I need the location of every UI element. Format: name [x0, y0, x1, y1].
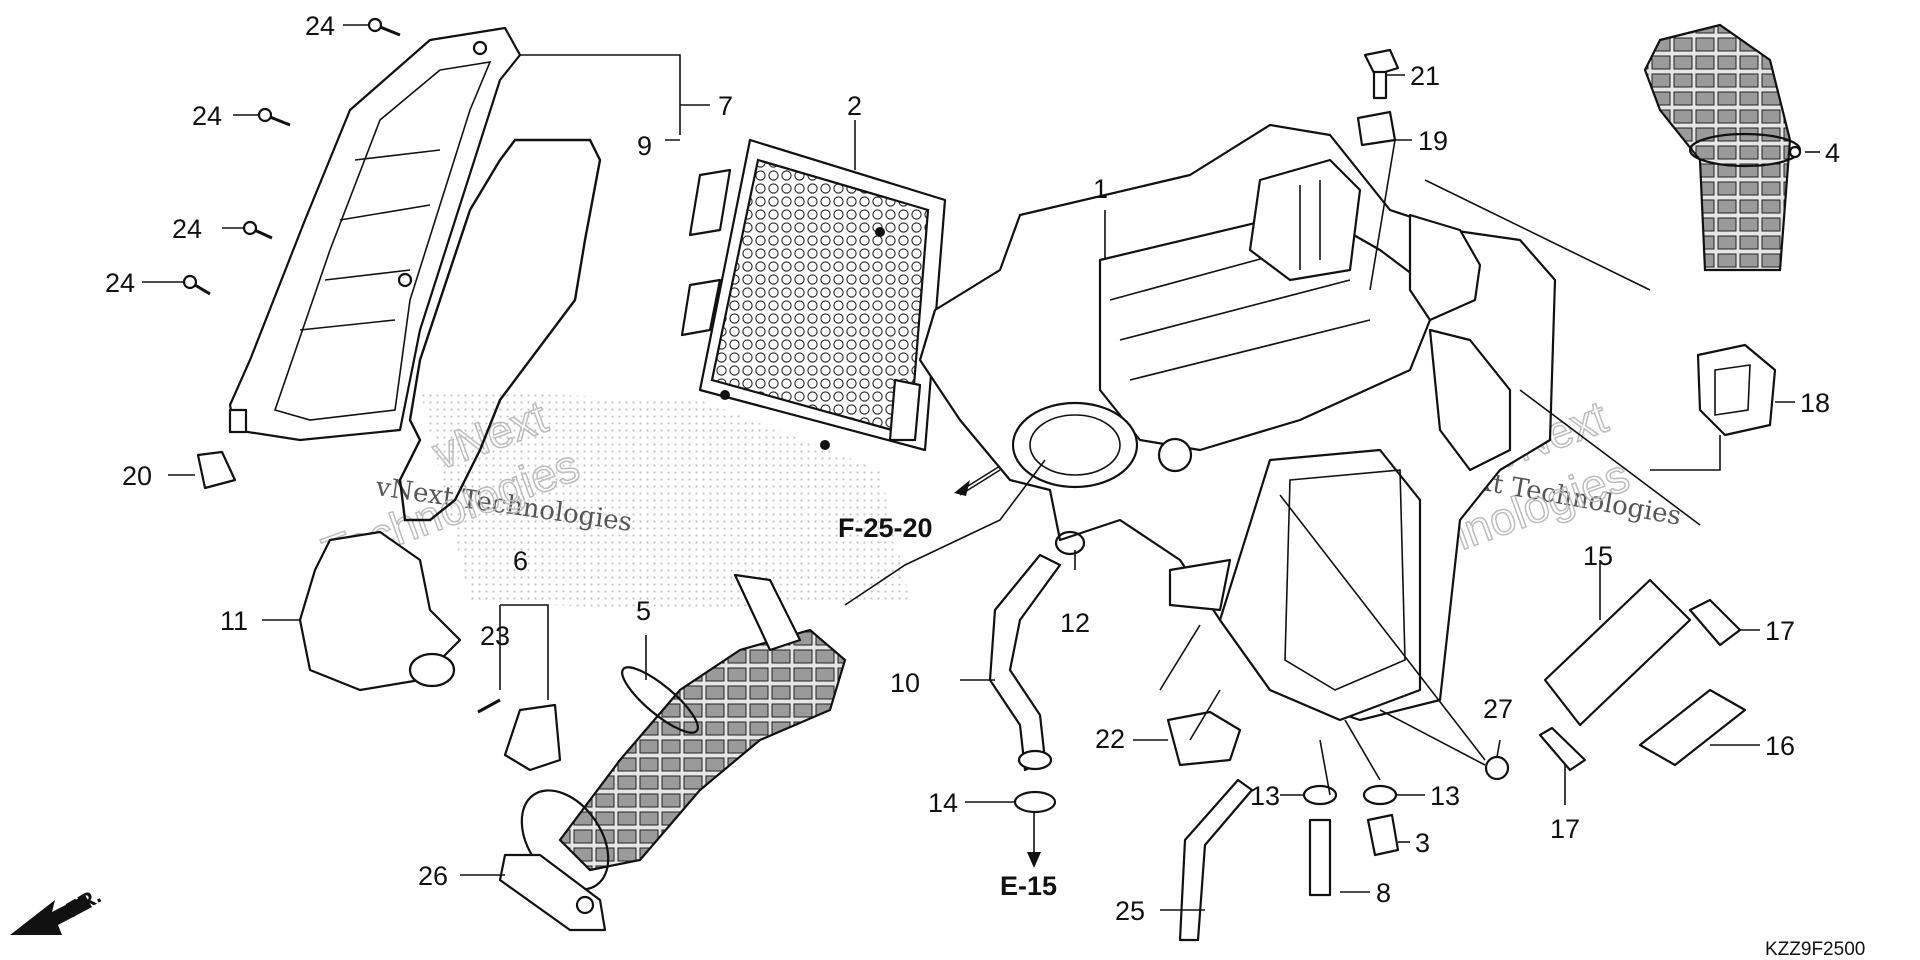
callout-24-d: 24 [105, 268, 135, 298]
callout-14: 14 [928, 788, 958, 818]
bolt-27 [1484, 755, 1510, 781]
callout-13-left: 13 [1250, 781, 1280, 811]
air-cleaner-cover [228, 26, 522, 442]
leader-lines [142, 24, 1820, 911]
callout-13-right: 13 [1430, 781, 1460, 811]
clip-nut [1356, 110, 1397, 147]
callout-1: 1 [1093, 174, 1108, 204]
bolt [1363, 48, 1400, 100]
cap-3 [1366, 813, 1400, 857]
screws-24 [182, 17, 401, 296]
drain-tube-10 [988, 553, 1062, 772]
callout-26: 26 [418, 861, 448, 891]
seal-17-top [1688, 598, 1742, 647]
clip-22 [1166, 710, 1242, 767]
seal-17-bottom [1538, 726, 1587, 772]
drain-plug-8 [1308, 818, 1332, 897]
front-direction-arrow: FR. [10, 883, 105, 935]
callout-18: 18 [1800, 388, 1830, 418]
nut-20 [196, 450, 237, 490]
ref-f-25-20: F-25-20 [838, 513, 933, 543]
callout-3: 3 [1415, 828, 1430, 858]
diagram-code: KZZ9F2500 [1765, 939, 1865, 960]
callout-8: 8 [1376, 878, 1391, 908]
bracket [1696, 343, 1777, 437]
callout-7: 7 [718, 91, 733, 121]
ref-e-15: E-15 [1000, 871, 1057, 901]
callout-2: 2 [847, 91, 862, 121]
clip-13-right [1362, 784, 1398, 806]
callout-27: 27 [1483, 694, 1513, 724]
seal-15 [1543, 578, 1692, 727]
callout-24-b: 24 [192, 101, 222, 131]
screw-23 [477, 698, 501, 714]
callout-25: 25 [1115, 896, 1145, 926]
callout-9: 9 [637, 131, 652, 161]
connecting-tube [520, 573, 847, 891]
clip-12 [1054, 530, 1086, 556]
callout-15: 15 [1583, 541, 1613, 571]
clip-14 [1013, 790, 1057, 814]
callout-24-c: 24 [172, 214, 202, 244]
intake-funnel [1643, 23, 1802, 272]
air-cleaner-housing [918, 123, 1557, 722]
arrow-e-ref [1027, 852, 1041, 868]
callout-19: 19 [1418, 126, 1448, 156]
band [503, 703, 562, 772]
callout-10: 10 [890, 668, 920, 698]
air-cleaner-element [680, 138, 947, 452]
callout-17-top: 17 [1765, 616, 1795, 646]
callout-24-a: 24 [305, 11, 335, 41]
callout-17-bottom: 17 [1550, 814, 1580, 844]
callout-labels: 1 2 3 4 5 6 7 8 9 10 11 12 13 13 14 15 1… [105, 11, 1840, 926]
callout-5: 5 [636, 596, 651, 626]
arrow-f-ref [954, 480, 970, 496]
callout-20: 20 [122, 461, 152, 491]
callout-22: 22 [1095, 724, 1125, 754]
callout-12: 12 [1060, 608, 1090, 638]
clip-13-left [1302, 784, 1338, 806]
gasket [398, 138, 602, 522]
drain-hose [1178, 778, 1254, 942]
callout-21: 21 [1410, 61, 1440, 91]
callout-4: 4 [1825, 138, 1840, 168]
seal-16 [1638, 688, 1747, 767]
callout-11: 11 [220, 606, 248, 636]
callout-6: 6 [513, 546, 528, 576]
callout-16: 16 [1765, 731, 1795, 761]
callout-23: 23 [480, 621, 510, 651]
